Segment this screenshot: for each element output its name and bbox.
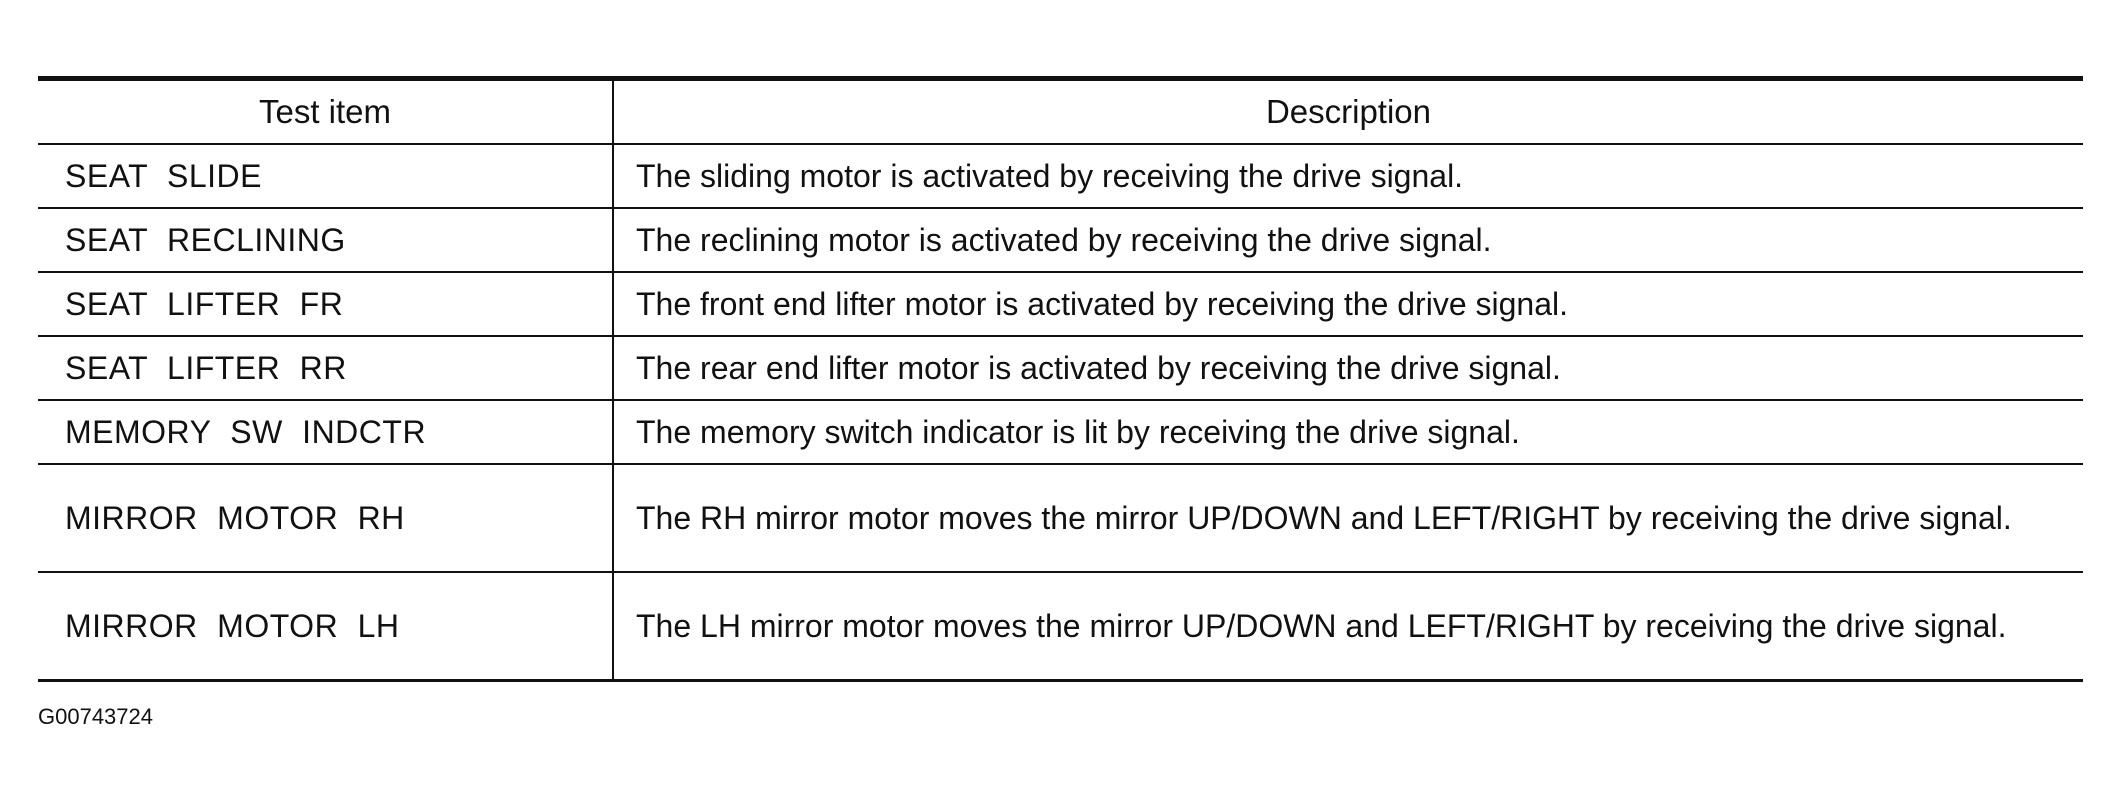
test-item-cell: SEAT SLIDE — [38, 144, 614, 209]
header-row: Test item Description — [38, 78, 2083, 145]
header-test-item: Test item — [38, 78, 614, 145]
table-header: Test item Description — [38, 78, 2083, 145]
table-row: SEAT RECLINING The reclining motor is ac… — [38, 208, 2083, 273]
description-cell: The RH mirror motor moves the mirror UP/… — [613, 464, 2083, 573]
description-cell: The front end lifter motor is activated … — [613, 272, 2083, 337]
test-item-cell: MIRROR MOTOR RH — [38, 464, 614, 573]
test-item-cell: MIRROR MOTOR LH — [38, 572, 614, 682]
table-body: SEAT SLIDE The sliding motor is activate… — [38, 144, 2083, 682]
description-cell: The sliding motor is activated by receiv… — [613, 144, 2083, 209]
description-cell: The LH mirror motor moves the mirror UP/… — [613, 572, 2083, 682]
test-item-cell: SEAT LIFTER FR — [38, 272, 614, 337]
table-row: SEAT LIFTER RR The rear end lifter motor… — [38, 336, 2083, 401]
figure-id-label: G00743724 — [38, 704, 153, 729]
test-item-cell: SEAT LIFTER RR — [38, 336, 614, 401]
test-item-cell: MEMORY SW INDCTR — [38, 400, 614, 465]
test-item-table-container: Test item Description SEAT SLIDE The sli… — [38, 76, 2083, 682]
table-row: MEMORY SW INDCTR The memory switch indic… — [38, 400, 2083, 465]
test-item-cell: SEAT RECLINING — [38, 208, 614, 273]
description-cell: The rear end lifter motor is activated b… — [613, 336, 2083, 401]
table-row: SEAT SLIDE The sliding motor is activate… — [38, 144, 2083, 209]
header-description: Description — [613, 78, 2083, 145]
table-row: SEAT LIFTER FR The front end lifter moto… — [38, 272, 2083, 337]
description-cell: The reclining motor is activated by rece… — [613, 208, 2083, 273]
description-cell: The memory switch indicator is lit by re… — [613, 400, 2083, 465]
test-item-table: Test item Description SEAT SLIDE The sli… — [38, 76, 2083, 682]
table-row: MIRROR MOTOR LH The LH mirror motor move… — [38, 572, 2083, 682]
table-row: MIRROR MOTOR RH The RH mirror motor move… — [38, 464, 2083, 573]
